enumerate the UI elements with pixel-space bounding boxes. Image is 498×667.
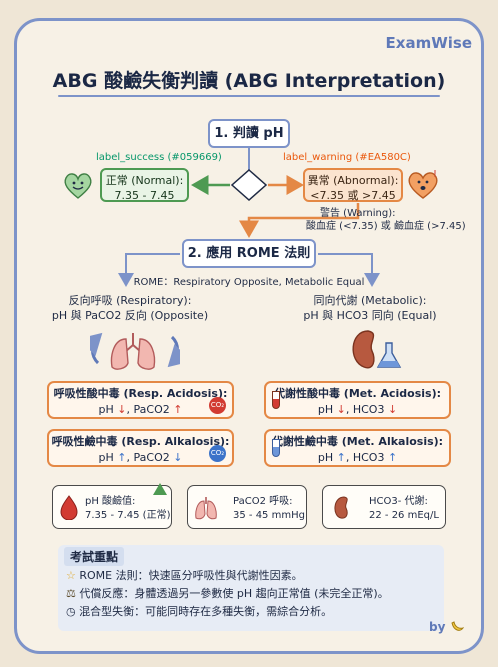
title-underline [58,95,440,97]
resp-acidosis-box: 呼吸性酸中毒 (Resp. Acidosis): pH ↓, PaCO2 ↑ C… [47,381,234,419]
star-icon: ☆ [66,569,76,582]
co2-icon: CO₂ [209,445,226,462]
resp-acidosis-title: 呼吸性酸中毒 (Resp. Acidosis): [53,387,228,400]
happy-heart-icon [64,173,92,199]
normal-box: 正常 (Normal): 7.35 - 7.45 [100,168,189,202]
resp-alkalosis-ph: pH [98,451,114,464]
ref-paco2-label: PaCO2 呼吸: [233,496,293,507]
test-tube-icon [272,439,280,457]
warning-text: 酸血症 (<7.35) 或 鹼血症 (>7.45) [306,221,466,232]
arrow-to-step2 [239,203,360,238]
rome-rule: ROME：Respiratory Opposite, Metabolic Equ… [133,277,365,288]
met-alkalosis-ph: pH [317,451,334,464]
arrow-to-metabolic [318,253,380,287]
label-warning: label_warning (#EA580C) [283,152,411,163]
ref-hco3-value: 22 - 26 mEq/L [369,510,439,521]
note-text: 代償反應：身體透過另一參數使 pH 趨向正常值 (未完全正常)。 [79,587,389,600]
resp-alkalosis-ph-arrow: ↑ [117,451,127,464]
ref-hco3-label: HCO3- 代謝: [369,496,428,507]
met-alkalosis-ph-arrow: ↑ [336,451,346,464]
resp-alkalosis-gas: PaCO2 [133,451,170,464]
met-line-1: 同向代謝 (Metabolic): [313,294,427,307]
brand-name: ExamWise [385,34,472,52]
abnormal-title: 異常 (Abnormal): [307,174,399,187]
met-acidosis-ph-arrow: ↓ [336,403,346,416]
worried-heart-icon: ! [408,169,438,199]
met-acidosis-gas: HCO3 [352,403,385,416]
kidney-icon [334,496,348,519]
ref-ph-card: pH 酸鹼值: 7.35 - 7.45 (正常) [52,483,172,529]
resp-acidosis-ph: pH [98,403,114,416]
lungs-icon [90,332,180,370]
byline-text: by [429,620,446,634]
blood-drop-icon [60,495,78,520]
test-tube-icon [272,391,280,409]
ref-paco2-card: PaCO2 呼吸: 35 - 45 mmHg [187,485,307,529]
ref-ph-value: 7.35 - 7.45 (正常) [85,510,171,521]
resp-line-1: 反向呼吸 (Respiratory): [68,294,192,307]
met-line-2: pH 與 HCO3 同向 (Equal) [303,309,437,322]
ref-paco2-value: 35 - 45 mmHg [233,510,305,521]
note-item: ⚖ 代償反應：身體透過另一參數使 pH 趨向正常值 (未完全正常)。 [66,587,389,601]
met-alkalosis-gas-arrow: ↑ [387,451,398,464]
metabolic-heading: 同向代謝 (Metabolic): pH 與 HCO3 同向 (Equal) [290,293,450,323]
label-success: label_success (#059669) [96,152,222,163]
decision-diamond [230,168,268,202]
met-acidosis-box: 代謝性酸中毒 (Met. Acidosis): pH ↓, HCO3 ↓ [264,381,451,419]
met-acidosis-ph: pH [317,403,334,416]
ref-hco3-card: HCO3- 代謝: 22 - 26 mEq/L [322,485,446,529]
normal-range: 7.35 - 7.45 [114,189,175,202]
resp-acidosis-gas-arrow: ↑ [173,403,183,416]
exam-notes-panel: 考試重點 ☆ ROME 法則：快速區分呼吸性與代謝性因素。 ⚖ 代償反應：身體透… [58,545,444,631]
clock-icon: ◷ [66,605,76,618]
byline: by [429,619,464,634]
abnormal-box: 異常 (Abnormal): <7.35 或 >7.45 [303,168,403,202]
co2-icon: CO₂ [209,397,226,414]
warning-note: 警告 (Warning): 酸血症 (<7.35) 或 鹼血症 (>7.45) [306,207,466,233]
step-1-box: 1. 判讀 pH [208,119,290,148]
scale-icon: ⚖ [66,587,76,600]
ref-ph-label: pH 酸鹼值: [85,496,136,507]
respiratory-heading: 反向呼吸 (Respiratory): pH 與 PaCO2 反向 (Oppos… [50,293,210,323]
kidney-flask-icon [352,330,402,369]
normal-title: 正常 (Normal): [105,174,184,187]
warning-title: 警告 (Warning): [320,208,396,219]
abnormal-range: <7.35 或 >7.45 [310,189,396,202]
arrow-to-respiratory [118,253,180,287]
check-badge-icon [153,483,167,495]
met-alkalosis-title: 代謝性鹼中毒 (Met. Alkalosis): [271,435,444,448]
resp-alkalosis-box: 呼吸性鹼中毒 (Resp. Alkalosis): pH ↑, PaCO2 ↓ … [47,429,234,467]
resp-alkalosis-title: 呼吸性鹼中毒 (Resp. Alkalosis): [51,435,230,448]
page-title: ABG 酸鹼失衡判讀 (ABG Interpretation) [52,70,446,92]
step-2-box: 2. 應用 ROME 法則 [182,239,316,268]
resp-line-2: pH 與 PaCO2 反向 (Opposite) [51,309,209,322]
resp-acidosis-gas: PaCO2 [133,403,170,416]
resp-acidosis-ph-arrow: ↓ [117,403,127,416]
met-alkalosis-gas: HCO3 [352,451,385,464]
met-alkalosis-box: 代謝性鹼中毒 (Met. Alkalosis): pH ↑, HCO3 ↑ [264,429,451,467]
met-acidosis-title: 代謝性酸中毒 (Met. Acidosis): [273,387,442,400]
banana-icon [451,621,464,631]
svg-text:!: ! [433,169,437,180]
notes-heading: 考試重點 [64,547,125,566]
note-text: 混合型失衡：可能同時存在多種失衡，需綜合分析。 [79,605,333,618]
note-item: ☆ ROME 法則：快速區分呼吸性與代謝性因素。 [66,569,303,583]
note-item: ◷ 混合型失衡：可能同時存在多種失衡，需綜合分析。 [66,605,332,619]
lungs-icon [195,497,217,520]
met-acidosis-gas-arrow: ↓ [387,403,398,416]
note-text: ROME 法則：快速區分呼吸性與代謝性因素。 [79,569,303,582]
resp-alkalosis-gas-arrow: ↓ [173,451,183,464]
